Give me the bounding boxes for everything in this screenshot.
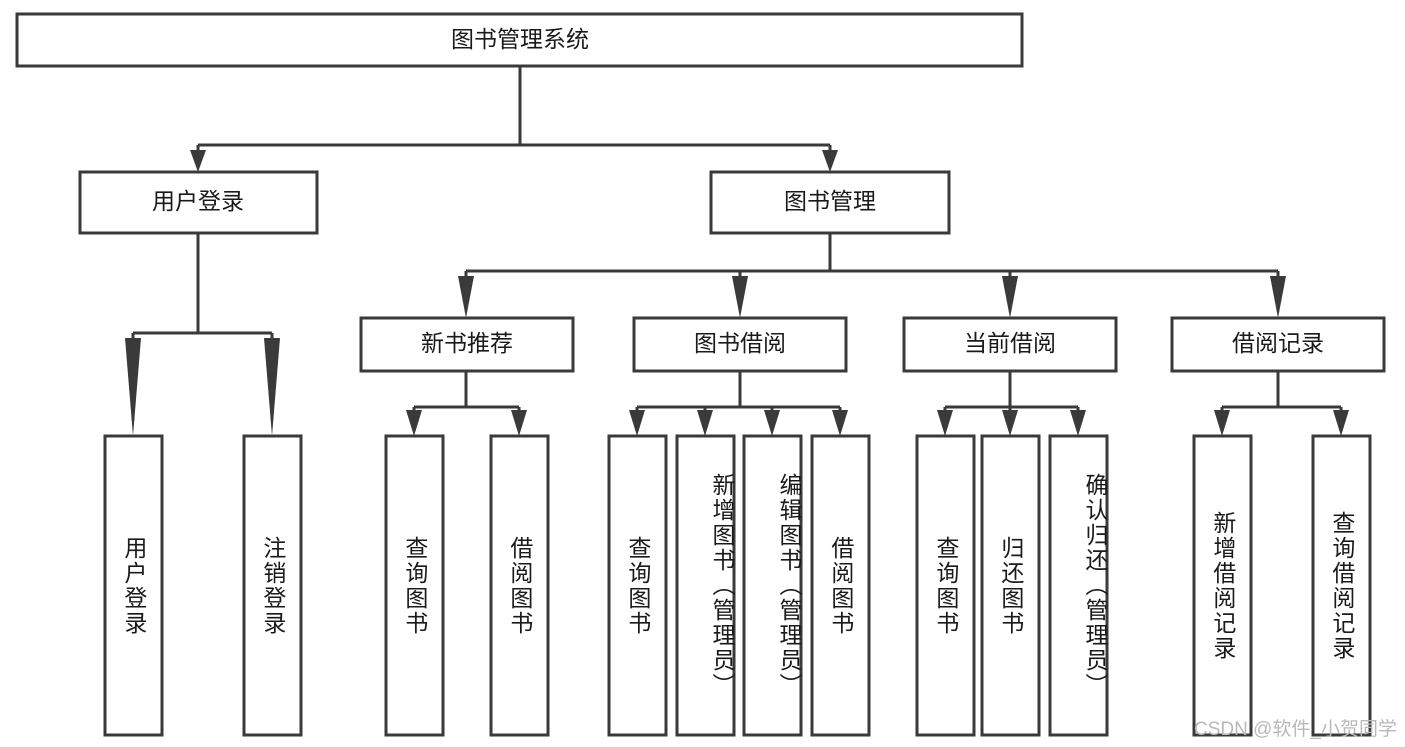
node-root[interactable]: 图书管理系统 (15, 12, 1024, 68)
node-leaf-return-book-box[interactable] (980, 434, 1041, 737)
arrow-to-leaf-add-book (697, 410, 713, 436)
arrow-to-current-borrow (1002, 276, 1018, 318)
edge-book-borrow-to-leaves (635, 371, 842, 415)
node-leaf-confirm-return-box[interactable] (1048, 434, 1109, 737)
csdn-watermark: CSDN @软件_小贺同学 (1194, 719, 1397, 740)
node-leaf-borrow-book-2-box[interactable] (810, 434, 871, 737)
arrow-to-new-book-recommend (458, 276, 474, 318)
arrow-to-leaf-add-record (1214, 410, 1230, 436)
node-leaf-borrow-book-1-box[interactable] (489, 434, 550, 737)
edges-layer (125, 66, 1349, 436)
node-root-box[interactable] (15, 12, 1024, 68)
arrow-to-user-login (190, 150, 206, 172)
arrow-to-leaf-query-book-1 (406, 410, 422, 436)
node-leaf-edit-book-box[interactable] (742, 434, 803, 737)
node-borrow-record-box[interactable] (1170, 316, 1386, 373)
node-leaf-add-book-box[interactable] (675, 434, 736, 737)
edge-current-borrow-to-leaves (943, 371, 1080, 415)
node-leaf-query-record-box[interactable] (1311, 434, 1372, 737)
node-borrow-record-label: 借阅记录 (1232, 330, 1324, 356)
arrow-to-leaf-borrow-book-1 (511, 410, 527, 436)
edge-book-management-to-level3-bus (464, 233, 1280, 282)
node-current-borrow-box[interactable] (902, 316, 1118, 373)
edge-user-login-to-leaves (131, 233, 274, 344)
edge-root-to-level2-bus (196, 66, 832, 156)
node-user-login[interactable]: 用户登录 (78, 170, 319, 235)
node-new-book-recommend-label: 新书推荐 (421, 330, 513, 356)
arrow-to-leaf-borrow-book-2 (832, 410, 848, 436)
node-book-management-box[interactable] (709, 170, 951, 235)
node-book-borrow[interactable]: 图书借阅 (632, 316, 848, 373)
node-user-login-box[interactable] (78, 170, 319, 235)
arrow-to-leaf-confirm-return (1070, 410, 1086, 436)
node-book-management-label: 图书管理 (784, 188, 876, 214)
node-user-login-label: 用户登录 (152, 188, 244, 214)
edge-new-book-recommend-to-leaves (412, 371, 521, 415)
node-new-book-recommend[interactable]: 新书推荐 (359, 316, 575, 373)
arrow-to-borrow-record (1270, 276, 1286, 318)
node-book-management[interactable]: 图书管理 (709, 170, 951, 235)
arrow-to-book-borrow (732, 276, 748, 318)
node-book-borrow-label: 图书借阅 (694, 330, 786, 356)
arrow-to-leaf-query-book-2 (629, 410, 645, 436)
node-leaf-user-logout-box[interactable] (242, 434, 303, 737)
arrow-to-book-management (822, 150, 838, 172)
node-borrow-record[interactable]: 借阅记录 (1170, 316, 1386, 373)
arrow-to-leaf-query-record (1333, 410, 1349, 436)
node-book-borrow-box[interactable] (632, 316, 848, 373)
arrow-to-leaf-query-book-3 (937, 410, 953, 436)
nodes-layer: 图书管理系统 用户登录 图书管理 新书推荐 图书借阅 (15, 12, 1386, 737)
node-leaf-query-book-1-box[interactable] (384, 434, 445, 737)
arrow-to-leaf-edit-book (764, 410, 780, 436)
node-root-label: 图书管理系统 (451, 26, 589, 52)
node-leaf-user-login-box[interactable] (103, 434, 164, 737)
node-current-borrow-label: 当前借阅 (964, 330, 1056, 356)
node-leaf-query-book-2-box[interactable] (607, 434, 668, 737)
node-new-book-recommend-box[interactable] (359, 316, 575, 373)
node-current-borrow[interactable]: 当前借阅 (902, 316, 1118, 373)
node-leaf-add-record-box[interactable] (1192, 434, 1253, 737)
arrow-to-leaf-return-book (1002, 410, 1018, 436)
node-leaf-query-book-3-box[interactable] (915, 434, 976, 737)
edge-borrow-record-to-leaves (1220, 371, 1343, 415)
